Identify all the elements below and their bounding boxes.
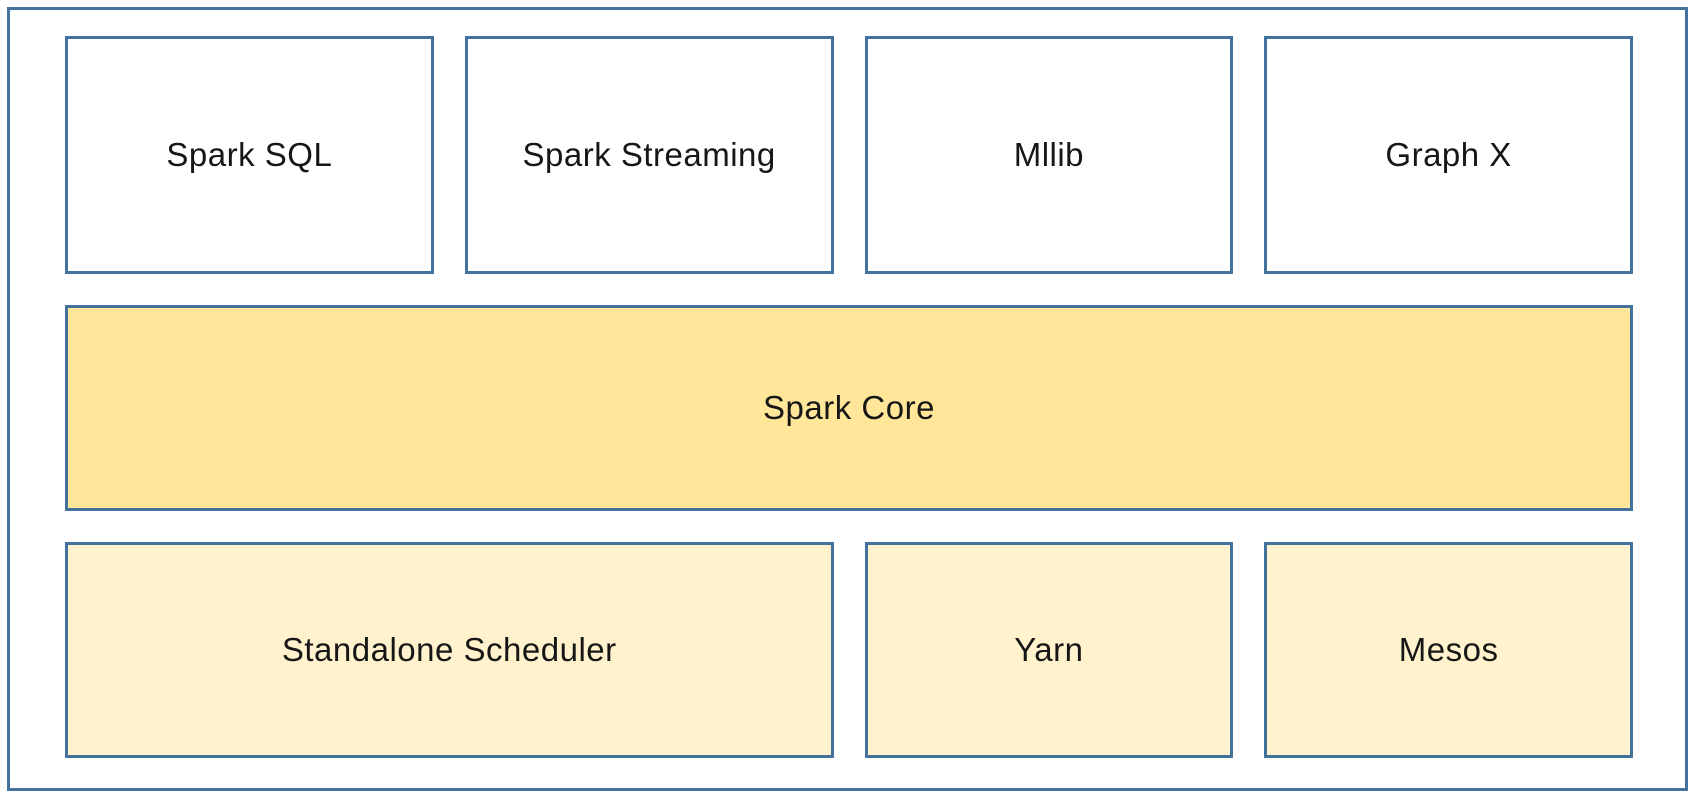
box-standalone-scheduler: Standalone Scheduler [65,542,834,758]
box-mllib-label: Mllib [1013,136,1085,173]
diagram-outer-frame: Spark SQL Spark Streaming Mllib Graph X … [7,7,1688,791]
box-mesos: Mesos [1264,542,1633,758]
box-spark-core-label: Spark Core [763,389,935,426]
box-spark-sql-label: Spark SQL [166,136,333,173]
box-graph-x: Graph X [1264,36,1633,274]
box-mllib: Mllib [864,36,1234,274]
box-graph-x-label: Graph X [1385,136,1512,173]
box-spark-streaming: Spark Streaming [464,36,834,274]
box-yarn-label: Yarn [1014,631,1084,668]
box-yarn: Yarn [864,542,1234,758]
box-standalone-scheduler-label: Standalone Scheduler [281,631,617,668]
box-spark-streaming-label: Spark Streaming [522,136,776,173]
box-mesos-label: Mesos [1398,631,1499,668]
box-spark-core: Spark Core [65,305,1633,511]
diagram-grid: Spark SQL Spark Streaming Mllib Graph X … [65,36,1633,758]
box-spark-sql: Spark SQL [65,36,434,274]
